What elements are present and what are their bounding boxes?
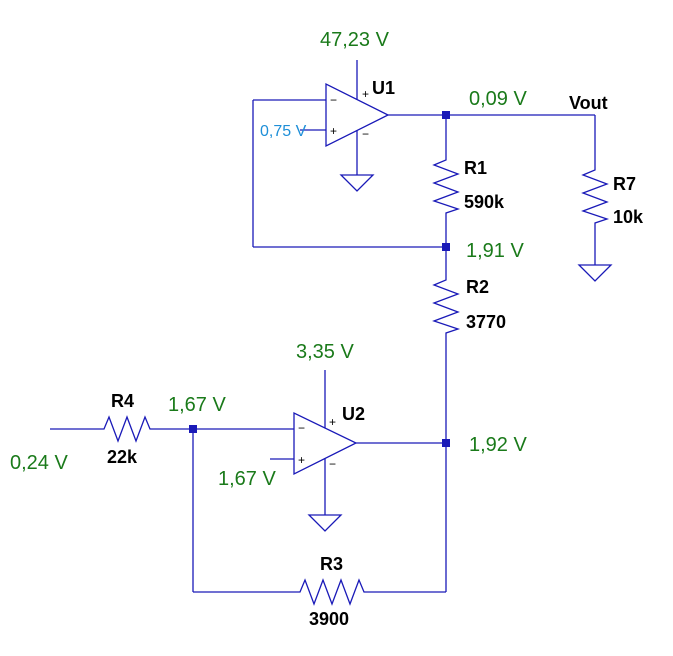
resistor-r7[interactable] <box>581 160 610 232</box>
r1-label: R1 <box>464 158 487 178</box>
voltage-u1-out: 0,09 V <box>469 88 527 110</box>
u2-inminus-mark: − <box>298 421 305 435</box>
voltage-u1-inplus: 0,75 V <box>260 123 307 140</box>
u2-supply-minus-mark: − <box>329 457 336 471</box>
r2-zigzag <box>432 270 461 335</box>
u1-ground-icon <box>339 174 375 192</box>
r3-zigzag <box>292 578 366 606</box>
voltage-u2-inplus: 1,67 V <box>218 468 276 490</box>
voltage-u2-inminus: 1,67 V <box>168 394 226 416</box>
junction-r1-r2 <box>442 243 450 251</box>
r4-zigzag <box>96 415 154 443</box>
opamp-u1[interactable]: + − − + <box>325 60 390 175</box>
junction-u2-inminus <box>189 425 197 433</box>
r7-value: 10k <box>613 207 644 227</box>
u1-supply-minus-mark: − <box>362 127 369 141</box>
r7-zigzag <box>581 160 610 232</box>
r4-value: 22k <box>107 447 138 467</box>
net-label-vout: Vout <box>569 93 608 113</box>
junction-u1-out <box>442 111 450 119</box>
voltage-u2-out: 1,92 V <box>469 434 527 456</box>
voltage-input: 0,24 V <box>10 452 68 474</box>
u1-supply-plus-mark: + <box>362 87 369 101</box>
u1-label: U1 <box>372 78 395 98</box>
u2-supply-plus-mark: + <box>329 415 336 429</box>
u1-inminus-mark: − <box>330 93 337 107</box>
voltage-u1-supply: 47,23 V <box>320 29 390 51</box>
r4-label: R4 <box>111 391 134 411</box>
r2-value: 3770 <box>466 312 506 332</box>
r7-label: R7 <box>613 174 636 194</box>
u2-inplus-mark: + <box>298 453 305 467</box>
voltage-r1-r2-node: 1,91 V <box>466 240 524 262</box>
u1-inplus-mark: + <box>330 124 337 138</box>
r3-value: 3900 <box>309 609 349 629</box>
r1-zigzag <box>432 150 461 215</box>
resistor-r1[interactable] <box>432 150 461 215</box>
u2-ground-icon <box>307 514 343 532</box>
u2-label: U2 <box>342 404 365 424</box>
resistor-r2[interactable] <box>432 270 461 335</box>
opamp-u2[interactable]: + − − + <box>293 370 358 515</box>
r2-label: R2 <box>466 277 489 297</box>
r1-value: 590k <box>464 192 505 212</box>
r7-ground-icon <box>577 264 613 282</box>
voltage-u2-supply: 3,35 V <box>296 341 354 363</box>
junction-u2-out <box>442 439 450 447</box>
r3-label: R3 <box>320 554 343 574</box>
resistor-r4[interactable] <box>96 415 154 443</box>
resistor-r3[interactable] <box>292 578 366 606</box>
